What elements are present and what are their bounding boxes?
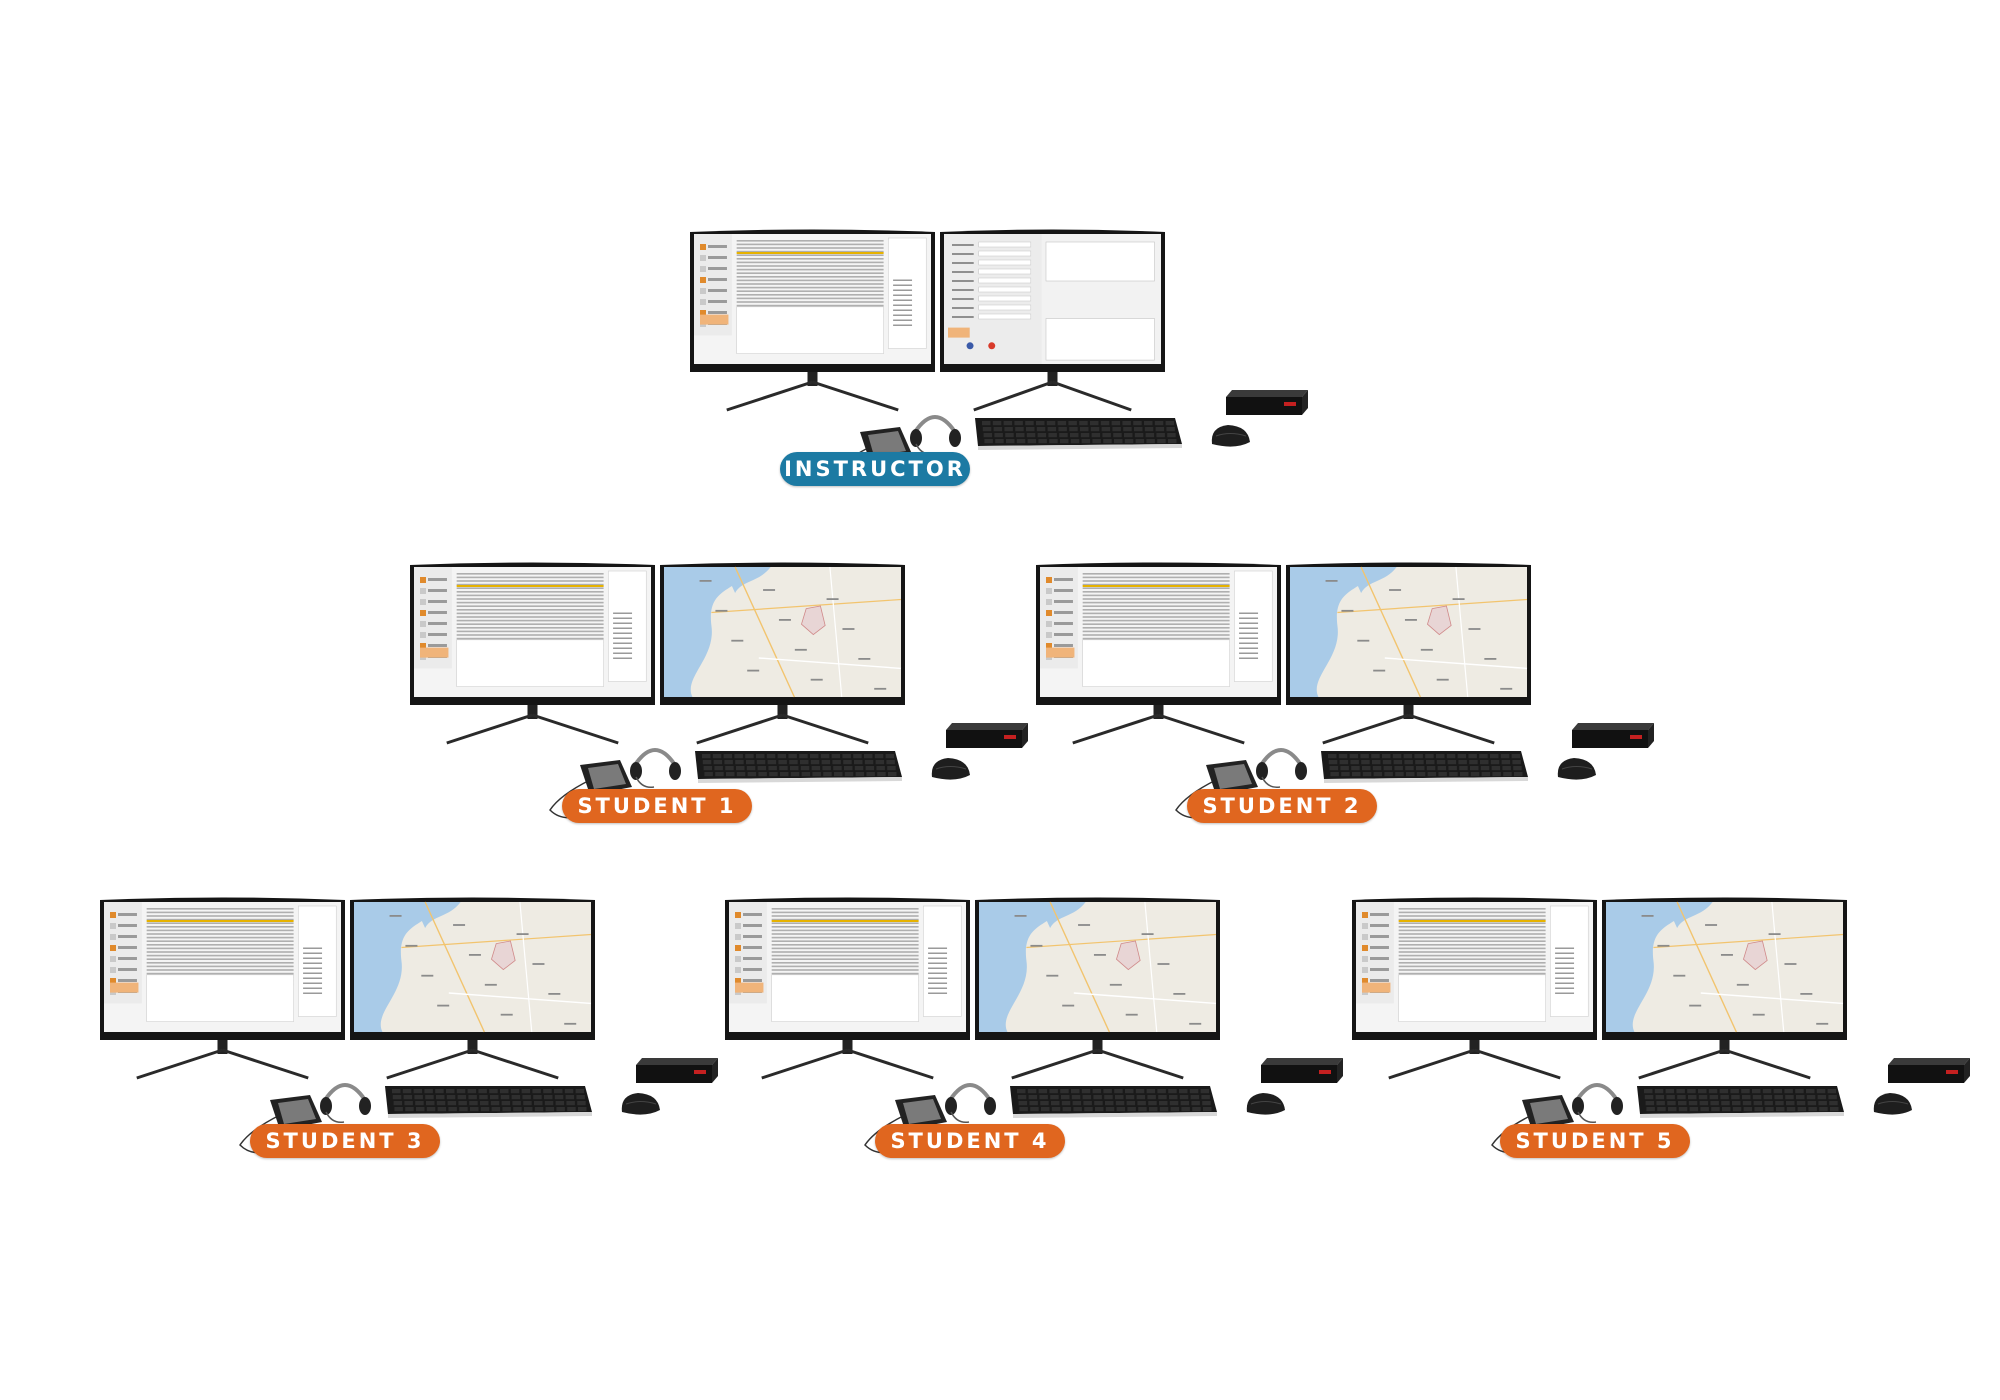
mouse-icon: [931, 758, 970, 780]
student-station-4: [725, 890, 1365, 1190]
student-station-3: [100, 890, 740, 1190]
headset-icon: [910, 415, 961, 456]
mouse-icon: [621, 1093, 660, 1115]
map-screen-icon: [1602, 897, 1847, 1080]
headset-icon: [630, 748, 681, 789]
monitor-icon: [725, 897, 970, 1080]
student-station-5: [1352, 890, 1992, 1190]
monitor-icon: [940, 229, 1165, 412]
mouse-icon: [1873, 1093, 1912, 1115]
speakerphone-icon: [239, 1095, 322, 1154]
student-label: STUDENT 5: [1500, 1124, 1690, 1158]
monitor-icon: [410, 562, 655, 745]
map-screen-icon: [1286, 562, 1531, 745]
mini-pc-icon: [1226, 390, 1308, 415]
map-screen-icon: [350, 897, 595, 1080]
station-hardware: [725, 897, 1343, 1154]
keyboard-icon: [1637, 1086, 1844, 1118]
software-screen: [104, 902, 341, 1032]
software-screen: [694, 234, 931, 364]
software-screen: [729, 902, 966, 1032]
monitor-icon: [1036, 562, 1281, 745]
speakerphone-icon: [1491, 1095, 1574, 1154]
mini-pc-icon: [946, 723, 1028, 748]
student-label: STUDENT 1: [562, 789, 752, 823]
student-station-1: [410, 555, 1050, 855]
headset-icon: [1572, 1083, 1623, 1124]
station-hardware: [1352, 897, 1970, 1154]
station-hardware: [690, 229, 1308, 486]
speakerphone-icon: [549, 760, 632, 819]
map-screen: [1290, 566, 1528, 698]
map-screen: [979, 901, 1217, 1033]
monitor-icon: [1352, 897, 1597, 1080]
keyboard-icon: [385, 1086, 592, 1118]
mini-pc-icon: [636, 1058, 718, 1083]
map-screen: [354, 901, 592, 1033]
map-screen-icon: [660, 562, 905, 745]
student-label: STUDENT 4: [875, 1124, 1065, 1158]
station-hardware: [100, 897, 718, 1154]
student-station-2: [1036, 555, 1676, 855]
student-label: STUDENT 3: [250, 1124, 440, 1158]
mini-pc-icon: [1261, 1058, 1343, 1083]
keyboard-icon: [1321, 751, 1528, 783]
monitor-icon: [690, 229, 935, 412]
instructor-label: INSTRUCTOR: [780, 452, 970, 486]
mini-pc-icon: [1888, 1058, 1970, 1083]
map-screen: [1606, 901, 1844, 1033]
keyboard-icon: [695, 751, 902, 783]
software-screen: [414, 567, 651, 697]
headset-icon: [945, 1083, 996, 1124]
mouse-icon: [1557, 758, 1596, 780]
software-screen: [1356, 902, 1593, 1032]
map-screen-icon: [975, 897, 1220, 1080]
headset-icon: [320, 1083, 371, 1124]
software-screen: [1040, 567, 1277, 697]
keyboard-icon: [975, 418, 1182, 450]
mouse-icon: [1246, 1093, 1285, 1115]
mini-pc-icon: [1572, 723, 1654, 748]
station-hardware: [1036, 562, 1654, 819]
monitor-icon: [100, 897, 345, 1080]
form-screen: [944, 234, 1161, 364]
speakerphone-icon: [1175, 760, 1258, 819]
student-label: STUDENT 2: [1187, 789, 1377, 823]
mouse-icon: [1211, 425, 1250, 447]
map-screen: [664, 566, 902, 698]
station-hardware: [410, 562, 1028, 819]
speakerphone-icon: [864, 1095, 947, 1154]
keyboard-icon: [1010, 1086, 1217, 1118]
headset-icon: [1256, 748, 1307, 789]
